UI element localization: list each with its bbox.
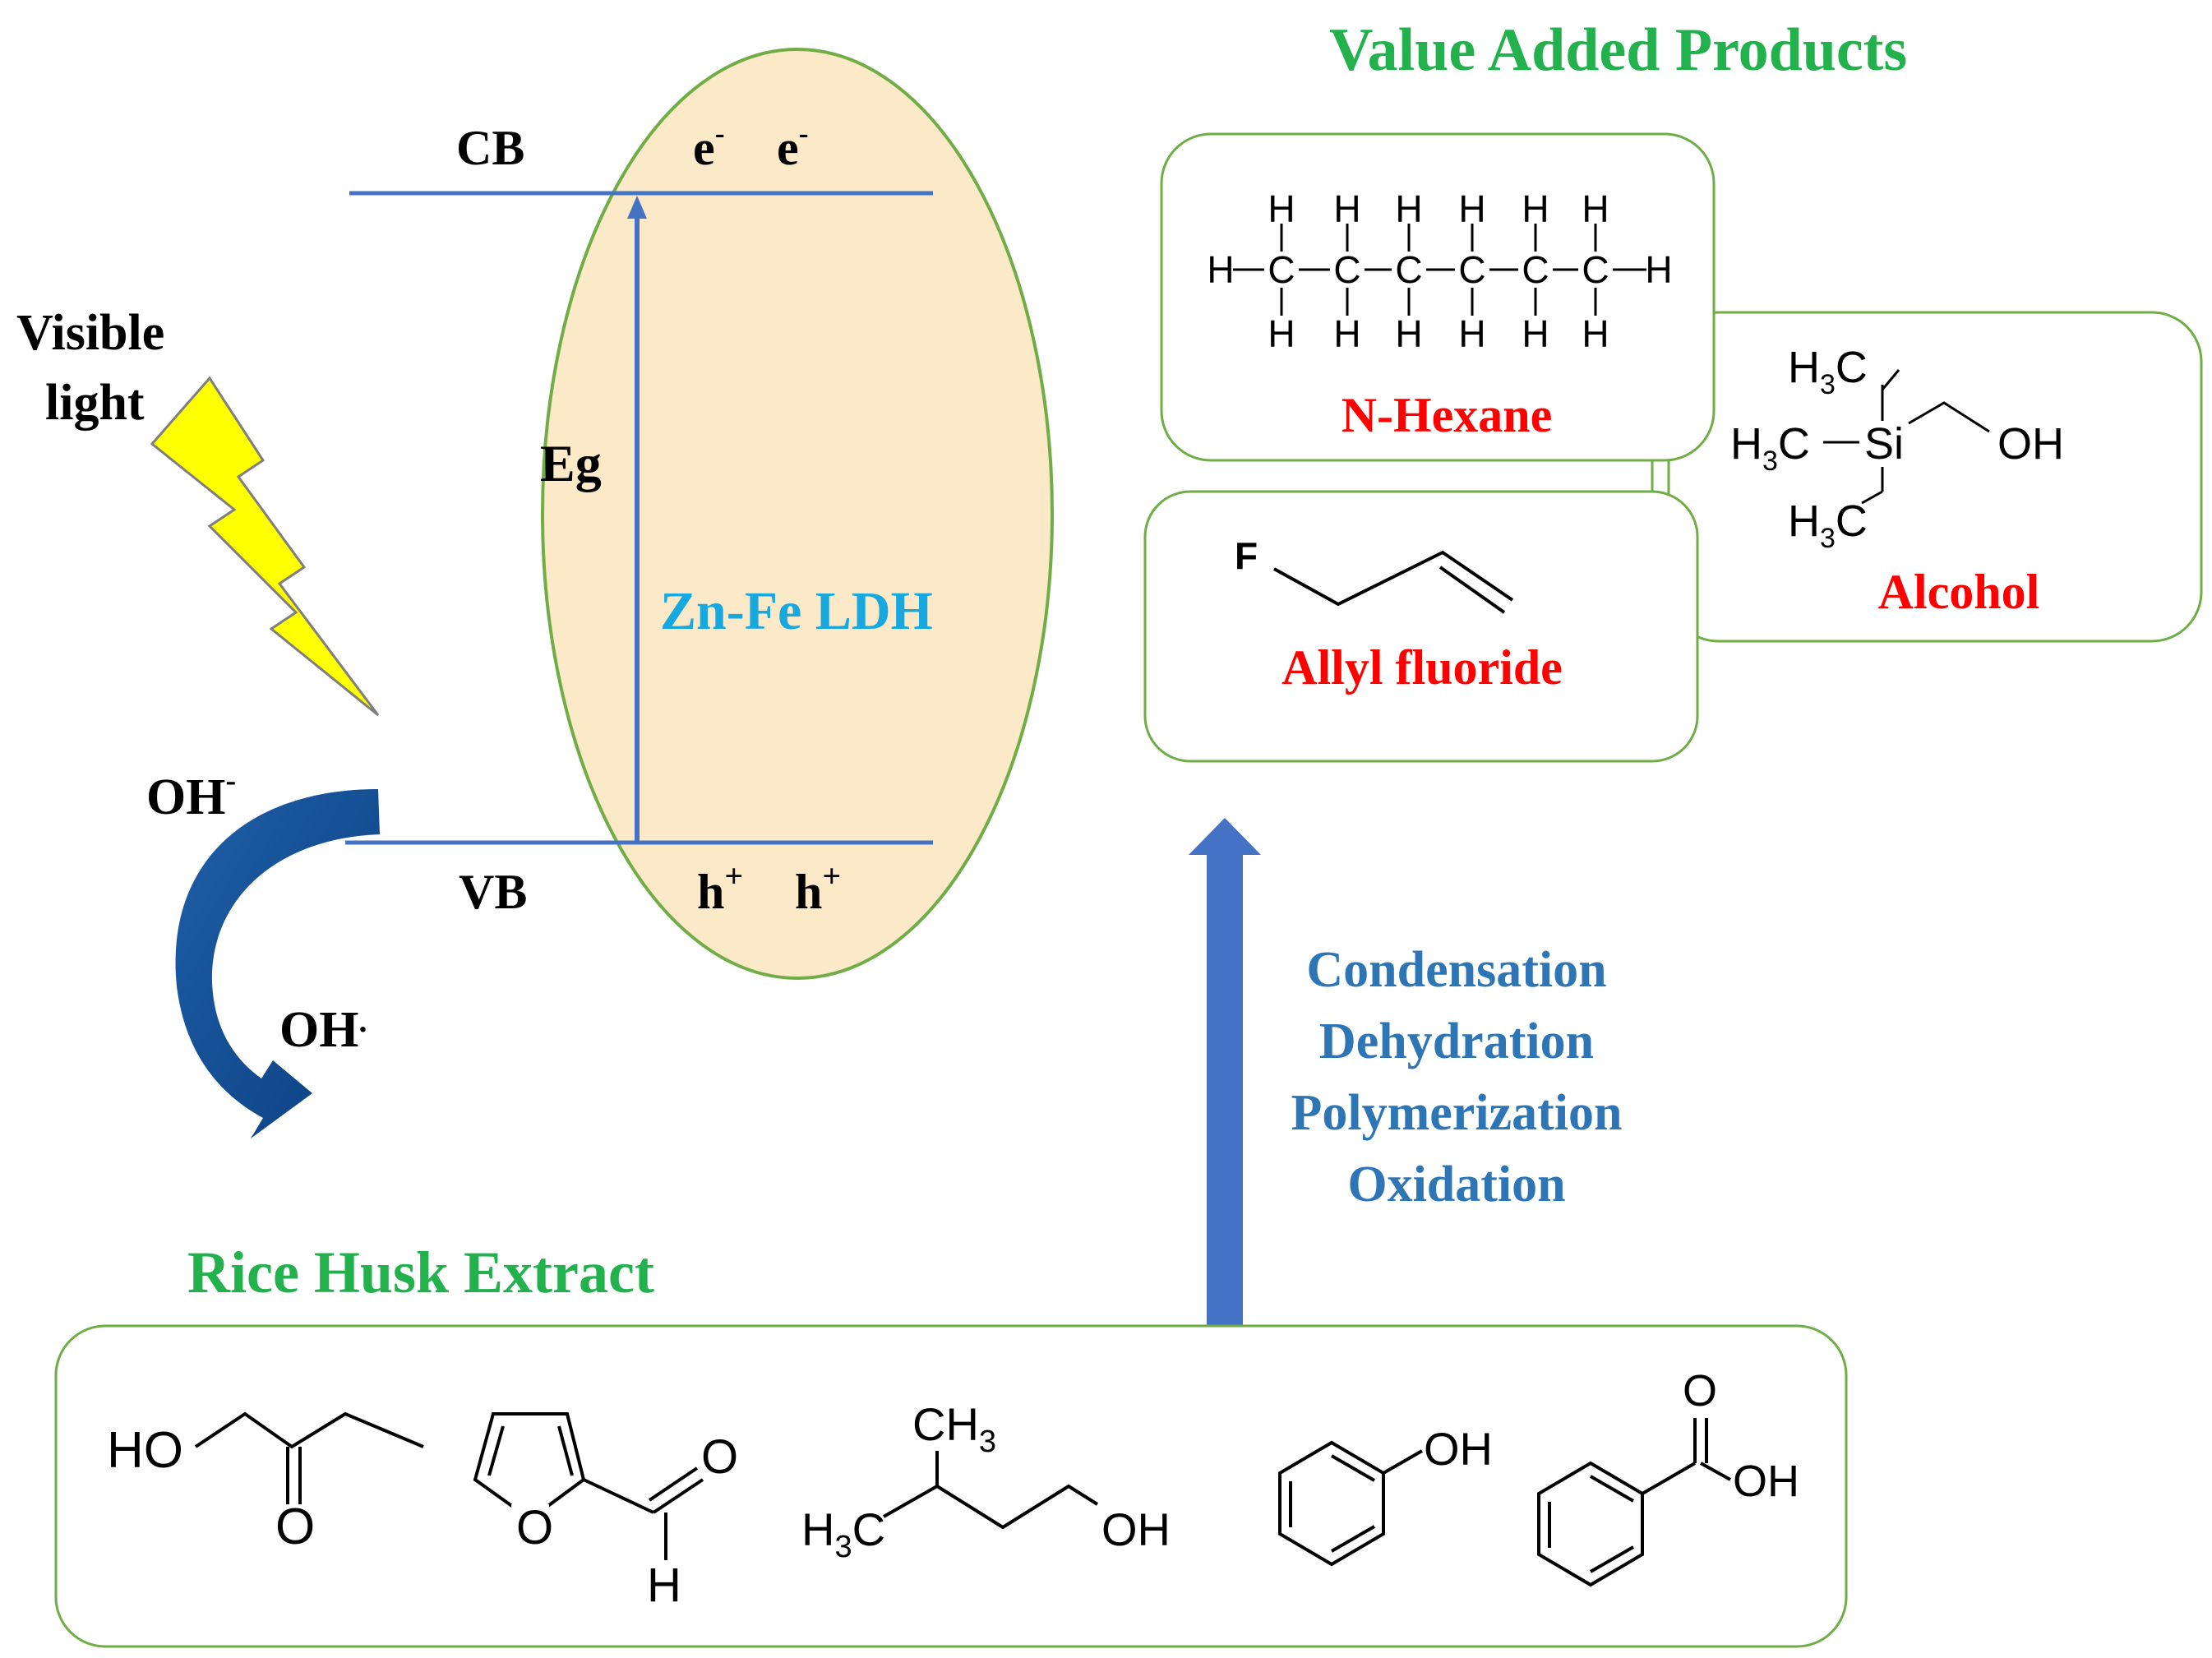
nhexane-structure: H H C C C C C C H H H H H H H H H H H H <box>1207 187 1672 355</box>
svg-text:H3C: H3C <box>1730 419 1810 477</box>
allyl-fluoride-structure: F <box>1235 534 1514 614</box>
svg-text:C: C <box>1268 248 1295 291</box>
alcohol-structure: H3C H3C H3C Si OH <box>1730 343 2064 554</box>
svg-text:H: H <box>1333 187 1360 230</box>
process-polymerization: Polymerization <box>1291 1085 1623 1141</box>
svg-text:OH: OH <box>1424 1423 1493 1475</box>
svg-text:OH: OH <box>1997 419 2064 469</box>
svg-text:H3C: H3C <box>1788 343 1868 400</box>
svg-text:O: O <box>1683 1366 1717 1416</box>
hole-2: h <box>795 865 822 919</box>
visible-light-line2: light <box>45 375 145 431</box>
svg-text:H: H <box>1522 312 1549 355</box>
svg-text:H: H <box>1333 312 1360 355</box>
svg-text:e-: e- <box>693 117 725 175</box>
phenol-structure: OH <box>1278 1423 1493 1567</box>
vb-label: VB <box>459 865 527 919</box>
up-arrowhead-icon <box>1189 818 1261 855</box>
extract-title: Rice Husk Extract <box>187 1240 654 1305</box>
process-dehydration: Dehydration <box>1319 1014 1594 1069</box>
svg-text:H: H <box>1582 312 1609 355</box>
svg-text:H: H <box>1458 187 1485 230</box>
hydroxyl-radical-dot: . <box>358 1002 367 1039</box>
isoamyl-alcohol-structure: CH3 H3C OH <box>801 1398 1171 1564</box>
alcohol-label: Alcohol <box>1878 565 2040 619</box>
hydroxyl-conversion: OH- OH. <box>146 764 380 1138</box>
svg-text:OH: OH <box>1101 1503 1171 1555</box>
process-list: Condensation Dehydration Polymerization … <box>1291 942 1623 1212</box>
hole-2-charge: + <box>822 857 841 894</box>
svg-text:OH.: OH. <box>279 1002 367 1058</box>
visible-light: Visible light <box>16 305 380 717</box>
lightning-bolt-icon <box>150 376 380 717</box>
svg-text:H: H <box>1395 312 1422 355</box>
svg-text:Si: Si <box>1864 419 1904 469</box>
curved-arrow-icon <box>175 789 380 1138</box>
svg-text:CB: CB <box>456 121 524 175</box>
electron-2: e <box>777 121 799 175</box>
svg-text:H: H <box>1207 248 1234 291</box>
svg-text:H3C: H3C <box>801 1503 885 1564</box>
hole-1: h <box>697 865 724 919</box>
hydroxyl-radical-label: OH <box>279 1002 358 1058</box>
svg-text:F: F <box>1235 534 1258 577</box>
hole-1-charge: + <box>724 857 743 894</box>
process-condensation: Condensation <box>1306 942 1606 998</box>
svg-text:OH: OH <box>1733 1457 1799 1506</box>
svg-text:C: C <box>1458 248 1485 291</box>
hydroxide-charge: - <box>225 764 236 798</box>
benzoic-acid-structure: O OH <box>1537 1366 1799 1587</box>
svg-text:H3C: H3C <box>1788 496 1868 554</box>
photocatalyst-particle: CB VB e- e- h+ h+ Eg Zn-Fe LDH <box>345 48 1054 980</box>
svg-text:O: O <box>516 1501 553 1554</box>
process-oxidation: Oxidation <box>1347 1157 1565 1212</box>
svg-text:O: O <box>275 1499 315 1555</box>
hydroxybutanone-structure: HO O <box>107 1411 424 1555</box>
ldh-ellipse <box>541 48 1054 980</box>
nhexane-box <box>1160 132 1716 462</box>
extract-box <box>54 1324 1848 1648</box>
svg-text:H: H <box>1522 187 1549 230</box>
svg-text:H: H <box>647 1559 681 1612</box>
svg-text:VB: VB <box>459 865 527 919</box>
visible-light-line1: Visible <box>16 305 164 361</box>
svg-text:C: C <box>1395 248 1422 291</box>
svg-text:H: H <box>1582 187 1609 230</box>
eg-label: Eg <box>540 434 602 492</box>
svg-text:H: H <box>1268 312 1295 355</box>
svg-text:C: C <box>1522 248 1549 291</box>
nhexane-label: N-Hexane <box>1342 388 1553 442</box>
products-title: Value Added Products <box>1329 16 1907 84</box>
allyl-label: Allyl fluoride <box>1281 640 1563 695</box>
electron-1-charge: - <box>715 117 725 150</box>
material-label: Zn-Fe LDH <box>660 581 933 641</box>
svg-text:H: H <box>1268 187 1295 230</box>
svg-text:h+: h+ <box>697 857 743 919</box>
svg-text:h+: h+ <box>795 857 841 919</box>
cb-label: CB <box>456 121 524 175</box>
electron-1: e <box>693 121 715 175</box>
band-gap-arrowhead <box>627 196 647 219</box>
svg-text:e-: e- <box>777 117 809 175</box>
svg-text:C: C <box>1582 248 1609 291</box>
svg-text:H: H <box>1458 312 1485 355</box>
svg-text:H: H <box>1645 248 1672 291</box>
process-arrow <box>1189 818 1261 1326</box>
svg-text:H: H <box>1395 187 1422 230</box>
svg-text:O: O <box>701 1430 738 1484</box>
allyl-box <box>1143 490 1699 763</box>
svg-text:OH-: OH- <box>146 764 236 825</box>
svg-text:CH3: CH3 <box>912 1398 996 1459</box>
hydroxide-label: OH <box>146 769 225 825</box>
electron-2-charge: - <box>799 117 809 150</box>
svg-text:C: C <box>1333 248 1360 291</box>
furfural-structure: O O H <box>473 1412 738 1612</box>
alcohol-box <box>1667 311 2203 643</box>
svg-text:HO: HO <box>107 1422 183 1479</box>
